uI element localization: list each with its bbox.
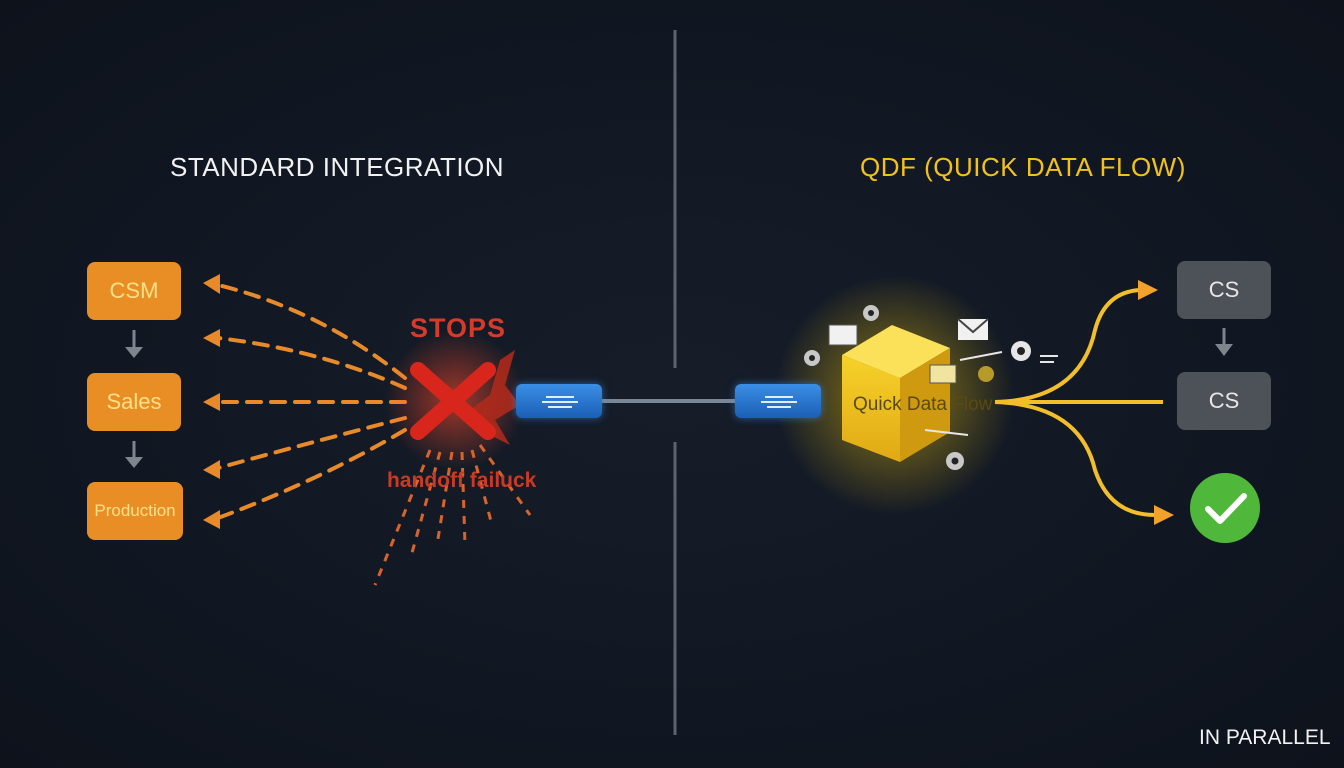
message-icon	[542, 396, 578, 408]
arrow-down-icon	[1215, 328, 1233, 356]
connector-right	[735, 384, 821, 418]
stops-label: STOPS	[410, 313, 507, 343]
failure-label: handoff failuck	[387, 469, 537, 492]
envelope-icon	[957, 318, 989, 340]
box-production: Production	[87, 482, 183, 540]
box-csm: CSM	[87, 262, 181, 320]
right-panel-title: QDF (QUICK DATA FLOW)	[860, 152, 1186, 182]
connector-left	[516, 384, 602, 418]
data-spark-lines	[924, 351, 1058, 436]
path-arrowheads	[1138, 280, 1174, 525]
box-cs-1: CS	[1177, 261, 1271, 319]
gear-icon	[804, 305, 1031, 470]
parallel-label: IN PARALLEL	[1199, 726, 1331, 749]
message-icon	[828, 324, 957, 384]
dashed-arrows	[216, 283, 407, 520]
arrowheads	[203, 274, 220, 529]
message-icon	[761, 396, 797, 408]
box-cs-2: CS	[1177, 372, 1271, 430]
spark-lines	[373, 444, 532, 586]
parallel-paths	[994, 288, 1163, 517]
arrow-down-icon	[125, 330, 143, 468]
left-panel-title: STANDARD INTEGRATION	[170, 152, 505, 182]
cube-label: Quick Data Flow	[853, 394, 993, 415]
red-x-icon	[410, 362, 496, 440]
checkmark-icon	[1190, 473, 1260, 543]
box-sales: Sales	[87, 373, 181, 431]
